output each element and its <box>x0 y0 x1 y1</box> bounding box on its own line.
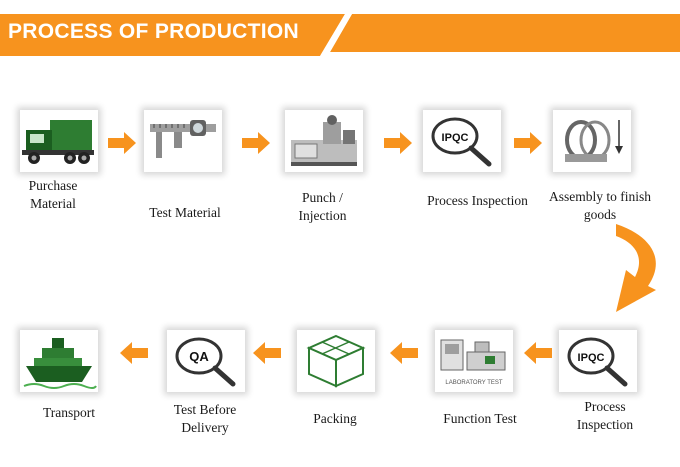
step-label-purchase-material: Purchase Material <box>28 178 78 211</box>
step-card-test-material <box>144 110 222 172</box>
step-card-punch-injection <box>285 110 363 172</box>
step-label-test-material: Test Material <box>149 205 221 220</box>
step-label-test-before-delivery: Test Before Delivery <box>173 402 237 435</box>
qa-badge: QA <box>189 349 209 364</box>
step-card-transport <box>20 330 98 392</box>
ipqc-badge: IPQC <box>442 132 469 144</box>
lab-icon: LABORATORY TEST <box>440 339 506 386</box>
step-label-transport: Transport <box>42 405 95 420</box>
arrow-right-icon <box>242 132 270 154</box>
lab-caption: LABORATORY TEST <box>445 380 502 386</box>
arrow-right-icon <box>514 132 542 154</box>
arrow-left-icon <box>120 342 148 364</box>
magnifier-icon: IPQC <box>431 117 492 167</box>
assembly-icon <box>565 120 623 162</box>
arrow-left-icon <box>253 342 281 364</box>
banner-shape <box>0 14 680 56</box>
machine-icon <box>291 115 357 166</box>
step-label-assembly: Assembly to finish goods <box>548 189 651 222</box>
step-label-function-test: Function Test <box>443 411 517 426</box>
step-card-process-inspection-2: IPQC <box>559 330 637 392</box>
step-card-packing <box>297 330 375 392</box>
step-card-purchase-material <box>20 110 98 172</box>
caliper-icon <box>150 120 216 158</box>
magnifier-icon: QA <box>175 337 236 387</box>
step-label-packing: Packing <box>313 411 357 426</box>
arrow-right-icon <box>108 132 136 154</box>
magnifier-icon: IPQC <box>567 337 628 387</box>
box-icon <box>306 334 366 388</box>
step-label-process-inspection-2: Process Inspection <box>576 399 634 432</box>
page-title: PROCESS OF PRODUCTION <box>8 20 299 43</box>
step-card-assembly <box>553 110 631 172</box>
arrow-right-icon <box>384 132 412 154</box>
ship-icon <box>23 338 97 389</box>
truck-icon <box>22 120 94 164</box>
step-card-process-inspection: IPQC <box>423 110 501 172</box>
arrow-left-icon <box>524 342 552 364</box>
arrow-left-icon <box>390 342 418 364</box>
ipqc-badge-2: IPQC <box>578 352 605 364</box>
step-label-process-inspection: Process Inspection <box>427 193 528 208</box>
curved-arrow-icon <box>616 224 656 312</box>
step-card-function-test: LABORATORY TEST <box>435 330 513 392</box>
step-label-punch-injection: Punch / Injection <box>298 190 347 223</box>
step-card-test-before-delivery: QA <box>167 330 245 392</box>
